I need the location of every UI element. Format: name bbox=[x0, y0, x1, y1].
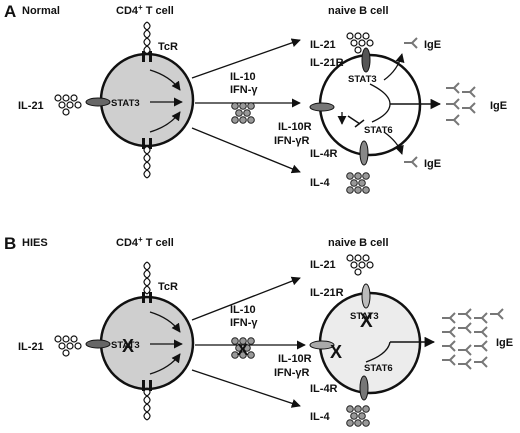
panel-a-bcell-title: naive B cell bbox=[328, 5, 389, 17]
stat3-t-label-b: STAT3 bbox=[111, 340, 140, 351]
il4r-label-a: IL-4R bbox=[310, 148, 338, 160]
il21-cytokine-b bbox=[54, 335, 82, 357]
cytokine-block-x-b-icon: X bbox=[237, 340, 249, 359]
il4r-receptor-b bbox=[359, 375, 369, 401]
il21-top-label-a: IL-21 bbox=[310, 39, 336, 51]
b-cell-a bbox=[318, 53, 422, 157]
il21-top-cytokine-a bbox=[346, 32, 374, 54]
stat3-t-label-a: STAT3 bbox=[111, 98, 140, 109]
stat6-label-a: STAT6 bbox=[364, 125, 393, 136]
il21-left-label-b: IL-21 bbox=[18, 341, 44, 353]
il10-label-a: IL-10 bbox=[230, 71, 256, 83]
il21-cytokine-a bbox=[54, 94, 82, 116]
ige-antibody-top-a-icon bbox=[403, 37, 418, 49]
panel-a: A Normal CD4+ T cell naive B cell TcR ST… bbox=[4, 2, 507, 194]
il21r-receptor-a bbox=[361, 47, 371, 73]
tcr-label-b: TcR bbox=[158, 281, 178, 293]
stat6-label-b: STAT6 bbox=[364, 363, 393, 374]
il4r-receptor-a bbox=[359, 140, 369, 166]
receptor-block-x-b-icon: X bbox=[330, 342, 342, 362]
il21-top-label-b: IL-21 bbox=[310, 259, 336, 271]
stat3-block-x-b-icon: X bbox=[122, 336, 134, 356]
il4-label-a: IL-4 bbox=[310, 177, 330, 189]
tcr-coil-bottom-icon bbox=[143, 145, 151, 179]
tcr-coil-bottom-b-icon bbox=[143, 387, 151, 421]
stat3-b-block-x-icon: X bbox=[360, 311, 373, 332]
panel-b-condition: HIES bbox=[22, 237, 48, 249]
ige-right-label-a: IgE bbox=[490, 100, 507, 112]
stat3-b-label-b: STAT3 bbox=[350, 311, 379, 322]
ige-cluster-a-icon bbox=[445, 82, 476, 126]
ifng-label-b: IFN-γ bbox=[230, 317, 258, 329]
panel-b-bcell-title: naive B cell bbox=[328, 237, 389, 249]
tcr-coil-top-icon bbox=[143, 21, 151, 55]
panel-b: B HIES CD4+ T cell naive B cell TcR STAT… bbox=[4, 234, 513, 427]
il10-ifng-cytokines-a bbox=[231, 102, 255, 124]
ige-cluster-b-icon bbox=[441, 308, 504, 370]
panel-b-tcell-title: CD4+ T cell bbox=[116, 235, 174, 249]
il21r-t-receptor-a bbox=[85, 97, 111, 107]
il21r-t-receptor-b bbox=[85, 339, 111, 349]
tcr-coil-top-b-icon bbox=[143, 261, 151, 295]
stat3-b-label-a: STAT3 bbox=[348, 74, 377, 85]
il21r-receptor-b bbox=[361, 283, 371, 309]
ige-antibody-bottom-a-icon bbox=[403, 156, 418, 168]
ifng-label-a: IFN-γ bbox=[230, 84, 258, 96]
il21r-label-b: IL-21R bbox=[310, 287, 344, 299]
il4-cytokine-a bbox=[346, 172, 370, 194]
il21-top-cytokine-b bbox=[346, 254, 374, 276]
il4-cytokine-b bbox=[346, 405, 370, 427]
ige-bottom-label-a: IgE bbox=[424, 158, 441, 170]
ige-right-label-b: IgE bbox=[496, 337, 513, 349]
il10-label-b: IL-10 bbox=[230, 304, 256, 316]
il10r-label-b: IL-10R bbox=[278, 353, 312, 365]
tcr-label-a: TcR bbox=[158, 41, 178, 53]
il21-left-label-a: IL-21 bbox=[18, 100, 44, 112]
panel-b-letter: B bbox=[4, 234, 16, 253]
il4r-label-b: IL-4R bbox=[310, 383, 338, 395]
panel-a-letter: A bbox=[4, 2, 16, 21]
panel-a-condition: Normal bbox=[22, 5, 60, 17]
il4-label-b: IL-4 bbox=[310, 411, 330, 423]
il10r-receptor-b bbox=[309, 340, 335, 350]
ifngr-label-b: IFN-γR bbox=[274, 367, 310, 379]
il10r-label-a: IL-10R bbox=[278, 121, 312, 133]
il21r-label-a: IL-21R bbox=[310, 57, 344, 69]
ifngr-label-a: IFN-γR bbox=[274, 135, 310, 147]
ige-top-label-a: IgE bbox=[424, 39, 441, 51]
panel-a-tcell-title: CD4+ T cell bbox=[116, 3, 174, 17]
il10r-receptor-a bbox=[309, 102, 335, 112]
